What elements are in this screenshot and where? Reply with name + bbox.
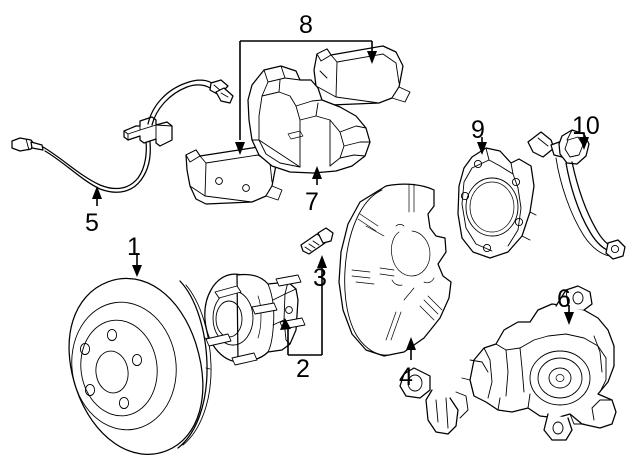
part-brake-caliper (399, 285, 617, 441)
leader-4 (406, 337, 416, 360)
harness-routing-clip (123, 116, 173, 147)
leader-3 (317, 255, 327, 300)
leader-8 (235, 40, 377, 155)
part-hub-mounting-bolt (300, 227, 334, 255)
leader-9 (477, 137, 487, 155)
leader-2 (280, 300, 323, 356)
part-brake-pad-outer (313, 45, 411, 106)
callout-label-6: 6 (557, 285, 571, 313)
leader-7 (312, 166, 322, 185)
leader-6 (564, 305, 574, 325)
leader-5 (92, 186, 102, 206)
callout-label-8: 8 (299, 11, 313, 39)
part-abs-wheel-speed-sensor-harness (11, 79, 234, 193)
callout-label-9: 9 (471, 116, 485, 144)
leader-1 (132, 253, 142, 277)
callout-label-4: 4 (399, 363, 413, 391)
callout-label-7: 7 (305, 188, 319, 216)
part-brake-backing-splash-shield (338, 183, 452, 357)
leader-10 (579, 133, 589, 150)
callout-label-5: 5 (85, 209, 99, 237)
part-wheel-speed-sensor (527, 129, 626, 260)
part-hub-backing-plate (457, 147, 537, 259)
part-brake-rotor-disc (68, 277, 212, 455)
callout-label-2: 2 (296, 355, 310, 383)
callout-label-10: 10 (572, 112, 600, 140)
part-wheel-hub-bearing-assembly (204, 273, 306, 366)
part-brake-pad-inner (185, 146, 283, 205)
callout-label-1: 1 (127, 233, 141, 261)
part-caliper-mounting-bracket (247, 65, 371, 174)
callout-label-3: 3 (313, 264, 327, 292)
